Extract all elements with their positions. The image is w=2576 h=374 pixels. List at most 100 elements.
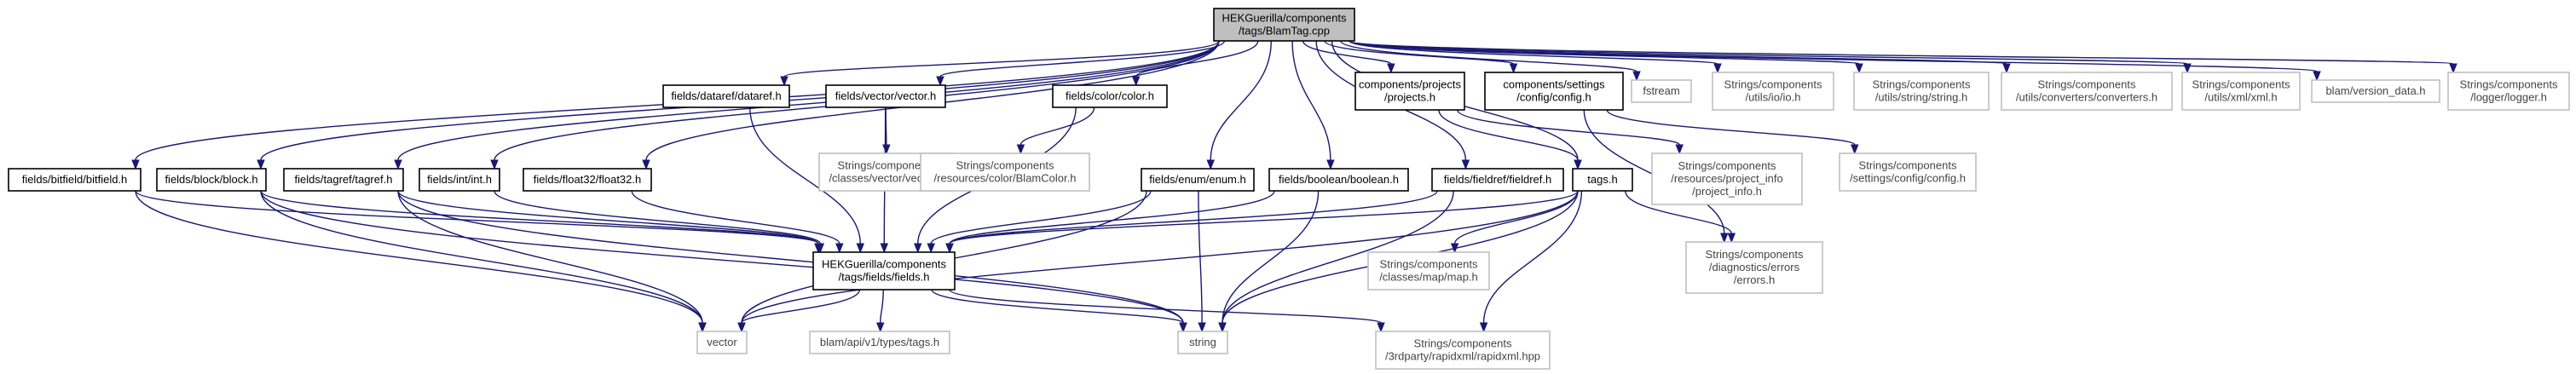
node-box (1177, 331, 1228, 354)
edge-line (949, 190, 1579, 245)
node-tagref[interactable]: fields/tagref/tagref.h (283, 168, 404, 192)
edge-arrowhead (1720, 233, 1729, 244)
node-box (1484, 72, 1624, 111)
node-box (1572, 168, 1633, 192)
node-box (2181, 72, 2301, 111)
edge-root-to-dataref (780, 40, 1220, 87)
node-block[interactable]: fields/block/block.h (156, 168, 267, 192)
node-box (1375, 331, 1551, 370)
node-label: fields/float32/float32.h (534, 173, 641, 186)
edge-arrowhead (1326, 159, 1335, 170)
node-box (662, 84, 790, 108)
node-enumh[interactable]: fields/enum/enum.h (1141, 168, 1255, 192)
node-label: fields/block/block.h (165, 173, 257, 186)
node-label: components/projects (1359, 78, 1461, 91)
edge-root-to-vectorh (936, 40, 1226, 87)
node-label: /config/config.h (1516, 91, 1591, 104)
node-label: /diagnostics/errors (1709, 261, 1800, 273)
node-label: Strings/components (2460, 78, 2558, 91)
node-label: Strings/components (1706, 248, 1804, 261)
node-strstr: Strings/components/utils/string/string.h (1853, 72, 1990, 111)
node-box (1631, 79, 1692, 103)
edge-line (1349, 40, 1860, 65)
node-box (1213, 8, 1355, 42)
edge-tagsh-to-errors (1625, 190, 1736, 244)
node-bitfield[interactable]: fields/bitfield/bitfield.h (8, 168, 142, 192)
edge-line (397, 190, 703, 324)
node-box (809, 331, 950, 354)
node-label: /logger/logger.h (2470, 91, 2547, 104)
node-fieldsh[interactable]: HEKGuerilla/components/tags/fields/field… (812, 251, 956, 291)
node-projects[interactable]: components/projects/projects.h (1354, 72, 1465, 111)
node-label: /resources/project_info (1671, 172, 1783, 185)
edge-line (741, 190, 1579, 324)
edge-line (1625, 190, 1732, 234)
edge-arrowhead (856, 243, 864, 254)
node-mapmap: Strings/components/classes/map/map.h (1367, 251, 1490, 291)
edge-tagsh-to-rapidxml (1479, 190, 1583, 333)
node-int[interactable]: fields/int/int.h (419, 168, 500, 192)
node-label: fields/int/int.h (427, 173, 492, 186)
edge-line (949, 190, 1438, 245)
edge-bitfield-to-fieldsh (135, 190, 823, 254)
edge-line (931, 289, 1184, 324)
edge-enumh-to-fieldsh (927, 190, 1152, 254)
edge-root-to-booleanh (1291, 40, 1335, 170)
edge-line (397, 40, 1220, 161)
node-string: string (1177, 331, 1228, 354)
edge-fieldref-to-fieldsh (945, 190, 1438, 254)
edge-line (397, 190, 819, 245)
edge-enumh-to-string (1198, 190, 1206, 333)
node-label: /settings/config/config.h (1850, 172, 1966, 185)
node-version: blam/version_data.h (2311, 79, 2440, 103)
edge-colorh-to-blamcolor (1016, 106, 1095, 155)
node-tagsh[interactable]: tags.h (1572, 168, 1633, 192)
node-label: vector (707, 336, 737, 348)
edge-root-to-enumh (1206, 40, 1272, 170)
edge-arrowhead (1479, 322, 1488, 333)
node-label: Strings/components (2038, 78, 2136, 91)
node-label: string (1189, 336, 1216, 348)
node-label: Strings/components (838, 159, 936, 172)
node-label: Strings/components (1724, 78, 1822, 91)
node-label: Strings/components (2192, 78, 2290, 91)
edge-line (494, 190, 821, 245)
edge-line (1135, 40, 1259, 78)
edge-arrowhead (876, 322, 885, 333)
edge-line (397, 190, 1184, 324)
edge-arrowhead (2002, 63, 2011, 74)
edge-root-to-xmlxml (1349, 40, 2192, 74)
edge-line (880, 289, 884, 324)
edge-arrowhead (2183, 63, 2192, 74)
node-root[interactable]: HEKGuerilla/components/tags/BlamTag.cpp (1213, 8, 1355, 42)
node-box (1839, 152, 1977, 192)
node-label: tags.h (1587, 173, 1617, 186)
node-box (696, 331, 748, 354)
edge-root-to-fstream (1340, 40, 1641, 82)
edge-arrowhead (1198, 322, 1206, 333)
edge-arrowhead (698, 322, 707, 333)
node-float32[interactable]: fields/float32/float32.h (523, 168, 652, 192)
node-fieldref[interactable]: fields/fieldref/fieldref.h (1431, 168, 1564, 192)
edge-arrowhead (131, 159, 140, 170)
node-box (1712, 72, 1834, 111)
node-dataref[interactable]: fields/dataref/dataref.h (662, 84, 790, 108)
edge-arrowhead (880, 243, 889, 254)
node-booleanh[interactable]: fields/boolean/boolean.h (1268, 168, 1409, 192)
node-box (283, 168, 404, 192)
edge-line (1457, 109, 1680, 146)
edge-line (939, 40, 1226, 78)
node-box (1268, 168, 1409, 192)
node-projinfo: Strings/components/resources/project_inf… (1651, 152, 1803, 205)
node-vectorh[interactable]: fields/vector/vector.h (825, 84, 946, 108)
edge-vectorh-to-vecclass (882, 106, 891, 155)
node-settings[interactable]: components/settings/config/config.h (1484, 72, 1624, 111)
edge-line (741, 289, 861, 324)
node-colorh[interactable]: fields/color/color.h (1052, 84, 1168, 108)
edge-line (1222, 190, 1320, 324)
edge-arrowhead (2449, 63, 2458, 74)
edge-settings-to-scfg (1606, 109, 1859, 155)
edge-arrowhead (737, 322, 746, 333)
edge-root-to-ioio (1349, 40, 1722, 74)
edge-arrowhead (1632, 71, 1641, 82)
